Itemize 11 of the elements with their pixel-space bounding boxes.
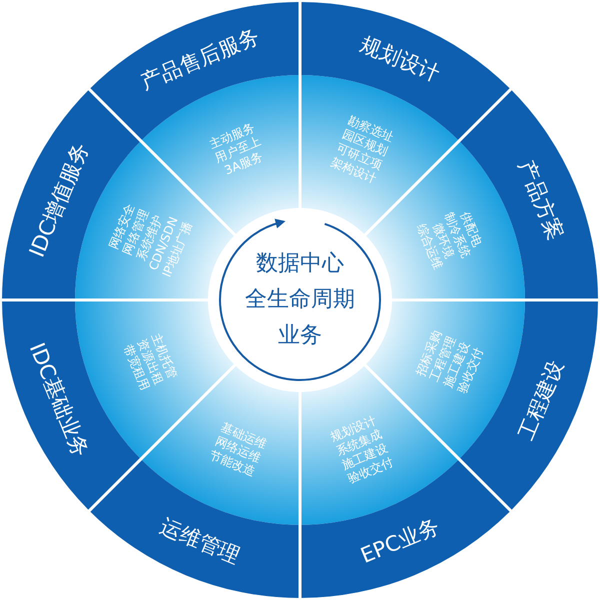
segment-title: IDC增值服务: [24, 140, 94, 261]
center-title: 数据中心: [255, 251, 345, 277]
segment-title: 规划设计: [356, 32, 444, 86]
segment-title: EPC业务: [357, 514, 443, 568]
segment-title: IDC基础业务: [24, 339, 94, 460]
center-title: 业务: [277, 323, 323, 349]
segment-title: 产品售后服务: [137, 24, 263, 94]
center-title: 全生命周期: [244, 287, 356, 313]
segment-title: 产品方案: [514, 156, 568, 244]
segment-title: 工程建设: [514, 356, 568, 444]
segment-title: 运维管理: [156, 514, 244, 568]
